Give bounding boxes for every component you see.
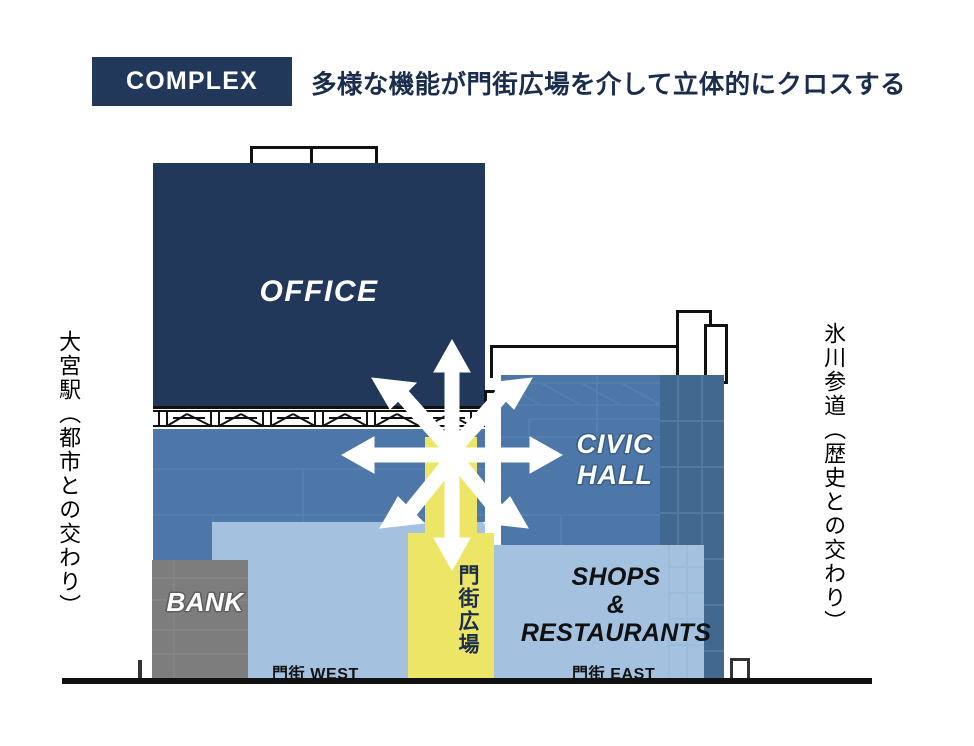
header: COMPLEX 多様な機能が門街広場を介して立体的にクロスする bbox=[0, 0, 974, 130]
plaza-vertical-shaft bbox=[425, 437, 477, 547]
shops-label-line1: SHOPS bbox=[571, 563, 661, 591]
shops-restaurants-label: SHOPS & RESTAURANTS bbox=[492, 563, 740, 647]
right-context-caption: 氷川参道（歴史との交わり） bbox=[821, 322, 847, 634]
truss-lattice-icon bbox=[153, 410, 485, 427]
ground-tick-left bbox=[138, 660, 142, 680]
bank-block bbox=[152, 560, 248, 682]
bank-facade-grid-icon bbox=[152, 560, 248, 682]
complex-badge: COMPLEX bbox=[92, 57, 292, 106]
civic-hall-parapet bbox=[490, 345, 683, 378]
civic-hall-label-line1: CIVIC bbox=[576, 429, 654, 459]
ground-line bbox=[62, 678, 872, 684]
civic-hall-label-line2: HALL bbox=[577, 460, 653, 491]
complex-badge-label: COMPLEX bbox=[125, 67, 259, 95]
shops-label-line2: & bbox=[606, 591, 626, 619]
bank-block-label: BANK bbox=[166, 587, 244, 617]
ground-gate-right bbox=[730, 658, 750, 683]
east-retail-block bbox=[489, 545, 704, 682]
left-context-caption: 大宮駅（都市との交わり） bbox=[56, 330, 82, 618]
east-retail-grid-icon bbox=[668, 545, 704, 682]
shops-label-line3: RESTAURANTS bbox=[520, 619, 712, 647]
civic-hall-block-label: CIVIC HALL bbox=[520, 429, 710, 491]
office-block bbox=[153, 163, 485, 411]
plaza-block-label: 門街広場 bbox=[456, 564, 479, 656]
office-block-label: OFFICE bbox=[259, 275, 379, 308]
headline-text: 多様な機能が門街広場を介して立体的にクロスする bbox=[311, 71, 906, 99]
